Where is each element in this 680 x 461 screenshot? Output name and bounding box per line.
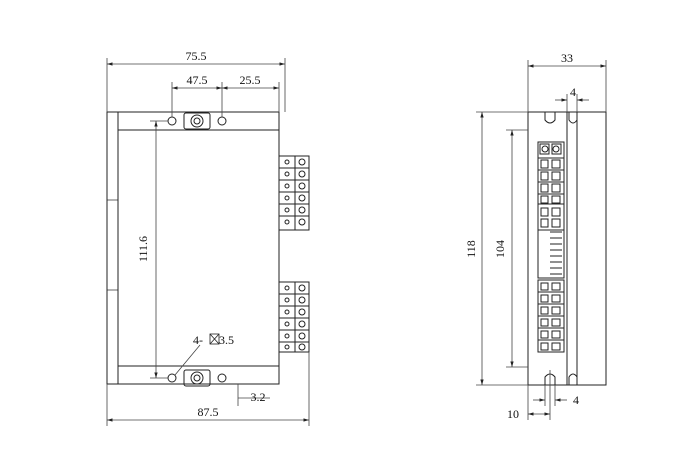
- dim-side-slot-top: 4: [570, 85, 576, 99]
- dim-front-width: 75.5: [186, 49, 207, 63]
- dim-mount-height: 111.6: [136, 236, 150, 262]
- front-view: [106, 111, 310, 387]
- lower-terminal-block: [278, 281, 310, 353]
- dim-hole-spacing: 47.5: [187, 73, 208, 87]
- dim-side-inner-height: 104: [493, 240, 507, 258]
- dim-body-width: 87.5: [198, 405, 219, 419]
- upper-terminal-block: [278, 155, 310, 231]
- dim-side-height: 118: [464, 240, 478, 258]
- dim-slot-offset: 3.2: [251, 390, 266, 404]
- bottom-right-mount-hole: [217, 373, 227, 383]
- dim-hole-diameter: 3.5: [219, 333, 234, 347]
- dim-hole-offset: 25.5: [240, 73, 261, 87]
- side-top-slot: [544, 112, 556, 124]
- dim-hole-count: 4-: [193, 333, 203, 347]
- bottom-ground-screw: [190, 371, 204, 385]
- front-dimensions: [106, 58, 310, 426]
- dim-side-slot-bottom: 4: [573, 393, 579, 407]
- top-ground-screw: [190, 114, 204, 128]
- side-dimensions: [476, 60, 607, 420]
- square-hole-symbol: [209, 333, 220, 345]
- front-body-outline: [106, 111, 280, 385]
- dim-bottom-offset: 10: [507, 407, 519, 421]
- side-view: [527, 111, 607, 386]
- dip-switch-block: [537, 229, 565, 279]
- bottom-ground-screw-housing: [183, 369, 211, 387]
- top-ground-screw-housing: [183, 112, 211, 130]
- side-terminal-column: [537, 141, 565, 353]
- dim-side-depth: 33: [561, 51, 573, 65]
